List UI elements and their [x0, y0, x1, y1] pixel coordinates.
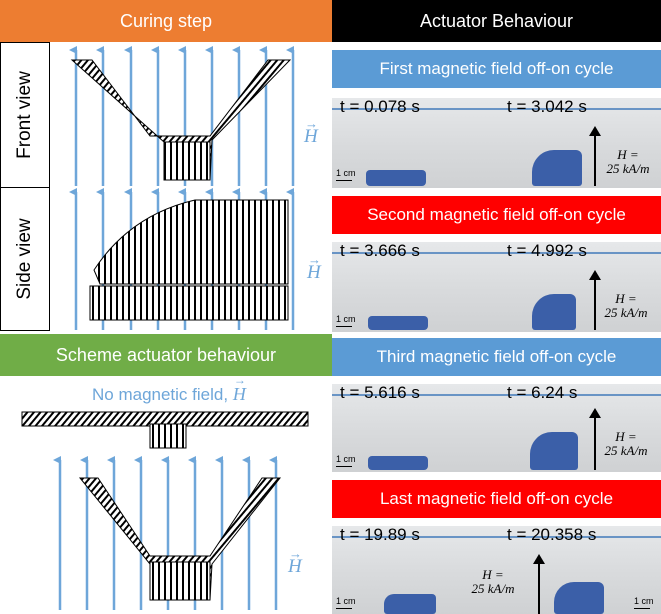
cycle-3-scale-label: 1 cm	[336, 454, 356, 464]
cycle-3-photo: t = 5.616 s t = 6.24 s 1 cm H =25 kA/m	[332, 384, 661, 472]
cycle-1-actuator-flat	[366, 170, 426, 186]
cycle-4-title-bar: Last magnetic field off-on cycle	[332, 480, 661, 518]
cycle-3-actuator-raised	[530, 432, 578, 470]
cycle-4-scale-label-right: 1 cm	[634, 596, 654, 606]
scheme-title: Scheme actuator behaviour	[55, 344, 277, 365]
curing-step-header: Curing step	[0, 0, 332, 42]
cycle-2-scale-label: 1 cm	[336, 314, 356, 324]
cycle-4-photo: t = 19.89 s t = 20.358 s 1 cm H =25 kA/m…	[332, 526, 661, 614]
cycle-4-actuator-raised	[554, 582, 604, 614]
cycle-1-time-start: t = 0.078 s	[340, 98, 420, 116]
actuator-behaviour-header: Actuator Behaviour	[332, 0, 661, 42]
cycle-3-title-bar: Third magnetic field off-on cycle	[332, 338, 661, 376]
cycle-4-time-end: t = 20.358 s	[507, 526, 597, 544]
side-view-label-box: Side view	[0, 187, 50, 331]
cycle-4-time-start: t = 19.89 s	[340, 526, 420, 544]
h-vector-label-side: →H	[307, 252, 321, 283]
cycle-1-time-end: t = 3.042 s	[507, 98, 587, 116]
cycle-2-photo: t = 3.666 s t = 4.992 s 1 cm H =25 kA/m	[332, 242, 661, 332]
cycle-1-field-arrow	[589, 126, 601, 186]
h-vector-label-front: →H	[304, 116, 318, 147]
no-field-label: No magnetic field, →H	[92, 373, 246, 404]
left-diagram	[21, 46, 309, 610]
front-view-label-box: Front view	[0, 42, 50, 188]
cycle-1-title-bar: First magnetic field off-on cycle	[332, 50, 661, 88]
cycle-1-actuator-raised	[532, 150, 582, 186]
side-view-upper-shape	[93, 199, 289, 285]
cycle-3-time-end: t = 6.24 s	[507, 384, 578, 402]
h-vector-label-scheme: →H	[288, 546, 302, 577]
cycle-2-actuator-raised	[532, 294, 576, 330]
cycle-2-field-arrow	[589, 270, 601, 330]
side-view-base-shape	[89, 285, 289, 321]
cycle-2-time-end: t = 4.992 s	[507, 242, 587, 260]
cycle-4-actuator-flat	[384, 594, 436, 614]
cycle-3-time-start: t = 5.616 s	[340, 384, 420, 402]
scheme-header: Scheme actuator behaviour	[0, 334, 332, 376]
cycle-2-actuator-flat	[368, 316, 428, 330]
scheme-field-arrows	[53, 456, 278, 610]
cycle-2-time-start: t = 3.666 s	[340, 242, 420, 260]
cycle-2-field-label: H =25 kA/m	[604, 291, 648, 320]
cycle-3-field-arrow	[589, 408, 601, 470]
actuator-behaviour-title: Actuator Behaviour	[419, 10, 574, 31]
cycle-1-field-label: H =25 kA/m	[606, 147, 650, 176]
curing-step-title: Curing step	[119, 10, 213, 31]
cycle-2-title-bar: Second magnetic field off-on cycle	[332, 196, 661, 234]
cycle-3-field-label: H =25 kA/m	[604, 429, 648, 458]
cycle-1-photo: t = 0.078 s t = 3.042 s 1 cm H =25 kA/m	[332, 98, 661, 188]
cycle-1-scale-label: 1 cm	[336, 168, 356, 178]
cycle-4-field-label: H =25 kA/m	[471, 567, 515, 596]
cycle-4-scale-label: 1 cm	[336, 596, 356, 606]
cycle-3-actuator-flat	[368, 456, 428, 470]
cycle-4-field-arrow	[533, 554, 545, 614]
